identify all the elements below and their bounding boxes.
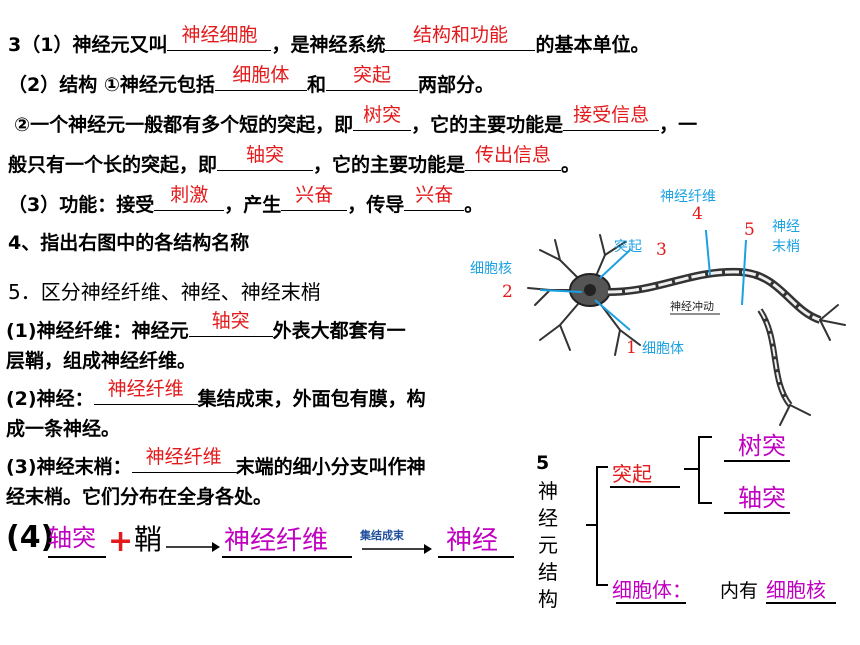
- flow-arrow-label: 集结成束: [360, 529, 404, 542]
- q3-line3: ②一个神经元一般都有多个短的突起，即树突，它的主要功能是接受信息，一: [14, 104, 697, 137]
- answer-send-info: 传出信息: [475, 144, 552, 166]
- label-ending-2: 末梢: [772, 239, 800, 255]
- flow-arrow-1: [166, 542, 220, 552]
- tree-nucleus: 细胞核: [766, 578, 826, 602]
- answer-process: 突起: [352, 64, 391, 86]
- q5-p2-line2: 成一条神经。: [6, 418, 121, 440]
- num-1: 1: [626, 338, 637, 358]
- q5-p3-line2: 经末梢。它们分布在全身各处。: [6, 486, 273, 508]
- q5-p1-line2: 层鞘，组成神经纤维。: [6, 350, 197, 372]
- answer-nerve-fiber-1: 神经纤维: [107, 378, 184, 400]
- answer-dendrite: 树突: [363, 104, 402, 126]
- q4-text: 4、指出右图中的各结构名称: [8, 232, 250, 254]
- q5-title: 5．区分神经纤维、神经、神经末梢: [8, 280, 321, 304]
- q5-p2: (2)神经：神经纤维集结成束，外面包有膜，构: [6, 378, 426, 411]
- q3-line1: 3（1）神经元又叫神经细胞，是神经系统结构和功能的基本单位。: [8, 24, 649, 57]
- q3-line5: （3）功能：接受刺激，产生兴奋，传导兴奋。: [8, 184, 483, 217]
- num-4: 4: [692, 204, 703, 224]
- tree-dendrite: 树突: [738, 432, 786, 460]
- answer-nerve-fiber-2: 神经纤维: [145, 446, 222, 468]
- label-nerve-fiber: 神经纤维: [660, 189, 716, 205]
- flow-nerve: 神经: [446, 526, 499, 556]
- q5-p3: (3)神经末梢：神经纤维末端的细小分支叫作神: [6, 446, 426, 479]
- answer-cell-body: 细胞体: [232, 64, 290, 86]
- flow-plus: +: [108, 524, 134, 559]
- flow-nerve-fiber: 神经纤维: [224, 526, 329, 556]
- tree-number: 5: [536, 452, 550, 474]
- label-ending-1: 神经: [772, 219, 800, 235]
- label-cell-body: 细胞体: [642, 341, 684, 357]
- q3-line2: （2）结构 ①神经元包括细胞体和突起两部分。: [8, 64, 494, 97]
- answer-neuron-alias: 神经细胞: [181, 24, 258, 46]
- impulse-label: 神经冲动: [670, 299, 714, 313]
- tree-process: 突起: [612, 462, 652, 486]
- answer-receive-info: 接受信息: [573, 104, 650, 126]
- tree-vertical-title: 神 经 元 结 构: [538, 479, 558, 611]
- q5-p1: (1)神经纤维：神经元轴突外表大都套有一: [6, 310, 406, 343]
- answer-stimulus: 刺激: [170, 184, 209, 206]
- num-5: 5: [744, 220, 755, 240]
- neuron-diagram: 神经冲动: [527, 230, 846, 426]
- flow-label: (4): [6, 520, 55, 555]
- flow-axon: 轴突: [48, 524, 96, 552]
- answer-axon-2: 轴突: [211, 310, 250, 332]
- num-3: 3: [656, 240, 667, 260]
- flow-sheath: 鞘: [134, 523, 163, 556]
- label-process: 突起: [614, 239, 642, 255]
- label-nucleus: 细胞核: [470, 261, 512, 277]
- num-2: 2: [502, 282, 513, 302]
- answer-basic-unit: 结构和功能: [412, 24, 508, 46]
- answer-excitation-2: 兴奋: [415, 184, 454, 206]
- flow-arrow-2: [362, 544, 432, 554]
- tree-has: 内有: [720, 580, 759, 602]
- answer-axon: 轴突: [246, 144, 285, 166]
- q3-line4: 般只有一个长的突起，即轴突，它的主要功能是传出信息。: [8, 144, 580, 177]
- answer-excitation-1: 兴奋: [295, 184, 334, 206]
- tree-axon: 轴突: [738, 484, 786, 512]
- tree-cell-body: 细胞体：: [612, 578, 692, 602]
